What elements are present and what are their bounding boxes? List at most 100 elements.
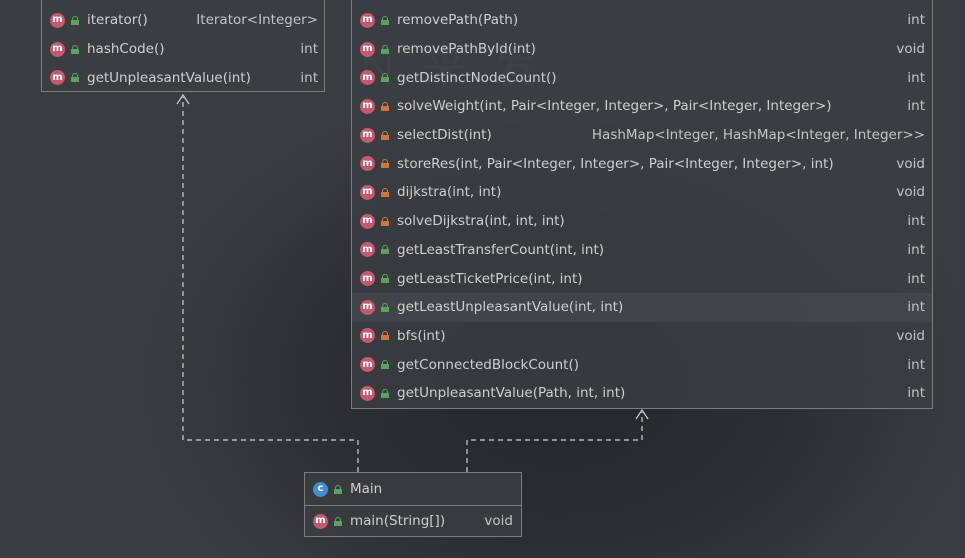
method-row[interactable]: m main(String[]) void [305, 506, 521, 536]
public-lock-icon [381, 44, 389, 54]
return-type: int [907, 241, 925, 258]
method-signature: selectDist(int) [397, 127, 492, 144]
method-signature: getDistinctNodeCount() [397, 69, 557, 86]
public-lock-icon [381, 360, 389, 370]
public-lock-icon [71, 44, 79, 54]
return-type: Iterator<Integer> [196, 12, 318, 29]
return-type: int [907, 385, 925, 402]
method-icon: m [360, 242, 375, 258]
return-type: HashMap<Integer, HashMap<Integer, Intege… [591, 127, 925, 144]
method-signature: dijkstra(int, int) [397, 184, 502, 201]
method-icon: m [360, 357, 375, 373]
right-class-box[interactable]: m removePath(Path) int m removePathById(int)… [351, 0, 933, 409]
main-class-box[interactable]: c Main m main(String[]) void [304, 472, 522, 537]
method-row[interactable]: m removePathById(int) void [352, 35, 932, 64]
method-signature: getLeastUnpleasantValue(int, int) [397, 299, 624, 316]
private-lock-icon [381, 101, 389, 111]
left-member-list: m iterator() Iterator<Integer> m hashCode() i… [42, 0, 324, 92]
public-lock-icon [71, 73, 79, 83]
method-icon: m [50, 41, 65, 57]
method-signature: bfs(int) [397, 327, 446, 344]
method-icon: m [360, 328, 375, 344]
method-signature: getUnpleasantValue(Path, int, int) [397, 385, 626, 402]
method-row[interactable]: m removePath(Path) int [352, 6, 932, 35]
public-lock-icon [381, 15, 389, 25]
return-type: int [300, 69, 318, 86]
method-signature: iterator() [87, 12, 148, 29]
dependency-line-main-to-right [466, 412, 643, 472]
public-lock-icon [381, 274, 389, 284]
return-type: void [896, 41, 925, 58]
return-type: int [907, 356, 925, 373]
method-icon: m [50, 70, 65, 86]
method-icon: m [360, 41, 375, 57]
method-signature: getUnpleasantValue(int) [87, 69, 251, 86]
method-icon: m [360, 184, 375, 200]
method-signature: removePathById(int) [397, 41, 536, 58]
return-type: int [907, 213, 925, 230]
private-lock-icon [381, 130, 389, 140]
public-lock-icon [381, 245, 389, 255]
left-class-box[interactable]: m iterator() Iterator<Integer> m hashCode() i… [41, 0, 325, 92]
public-visibility-icon [334, 484, 342, 494]
method-row[interactable]: m solveWeight(int, Pair<Integer, Integer>… [352, 92, 932, 121]
method-icon: m [360, 127, 375, 143]
return-type: void [896, 327, 925, 344]
private-lock-icon [381, 159, 389, 169]
method-icon: m [360, 70, 375, 86]
method-row[interactable]: m getConnectedBlockCount() int [352, 350, 932, 379]
method-icon: m [360, 12, 375, 28]
private-lock-icon [381, 331, 389, 341]
method-row[interactable]: m getLeastTransferCount(int, int) int [352, 236, 932, 265]
private-lock-icon [381, 187, 389, 197]
method-row[interactable]: m getUnpleasantValue(int) int [42, 63, 324, 92]
return-type: int [907, 98, 925, 115]
method-row[interactable]: m bfs(int) void [352, 322, 932, 351]
public-lock-icon [381, 388, 389, 398]
method-icon: m [360, 385, 375, 401]
method-icon: m [50, 12, 65, 28]
return-type: void [484, 513, 513, 529]
method-signature: main(String[]) [350, 513, 446, 529]
public-lock-icon [381, 73, 389, 83]
class-header: c Main [305, 473, 521, 506]
main-member-list: m main(String[]) void [305, 506, 521, 536]
public-lock-icon [381, 302, 389, 312]
public-lock-icon [71, 15, 79, 25]
private-lock-icon [381, 216, 389, 226]
method-signature: removePath(Path) [397, 12, 519, 29]
right-member-list: m removePath(Path) int m removePathById(int)… [352, 0, 932, 408]
method-icon: m [360, 213, 375, 229]
return-type: void [896, 155, 925, 172]
public-lock-icon [334, 516, 342, 526]
method-signature: getLeastTransferCount(int, int) [397, 241, 605, 258]
method-icon: m [313, 513, 328, 529]
method-row[interactable]: m iterator() Iterator<Integer> [42, 6, 324, 35]
method-row[interactable]: m storeRes(int, Pair<Integer, Integer>, P… [352, 149, 932, 178]
method-row[interactable]: m dijkstra(int, int) void [352, 178, 932, 207]
method-signature: getConnectedBlockCount() [397, 356, 579, 373]
return-type: int [907, 270, 925, 287]
return-type: int [300, 41, 318, 58]
dependency-arrowhead-right [635, 408, 649, 420]
method-signature: solveWeight(int, Pair<Integer, Integer>,… [397, 98, 832, 115]
method-row[interactable]: m getUnpleasantValue(Path, int, int) int [352, 379, 932, 408]
method-signature: hashCode() [87, 41, 165, 58]
method-icon: m [360, 156, 375, 172]
method-row[interactable]: m hashCode() int [42, 35, 324, 64]
method-signature: storeRes(int, Pair<Integer, Integer>, Pa… [397, 155, 834, 172]
class-name: Main [350, 481, 383, 497]
dependency-line-main-to-left [182, 97, 359, 472]
class-icon: c [313, 481, 328, 497]
method-icon: m [360, 98, 375, 114]
return-type: int [907, 12, 925, 29]
return-type: void [896, 184, 925, 201]
method-row[interactable]: m selectDist(int) HashMap<Integer, HashMap… [352, 121, 932, 150]
dependency-arrowhead-left [176, 93, 190, 105]
method-signature: getLeastTicketPrice(int, int) [397, 270, 583, 287]
